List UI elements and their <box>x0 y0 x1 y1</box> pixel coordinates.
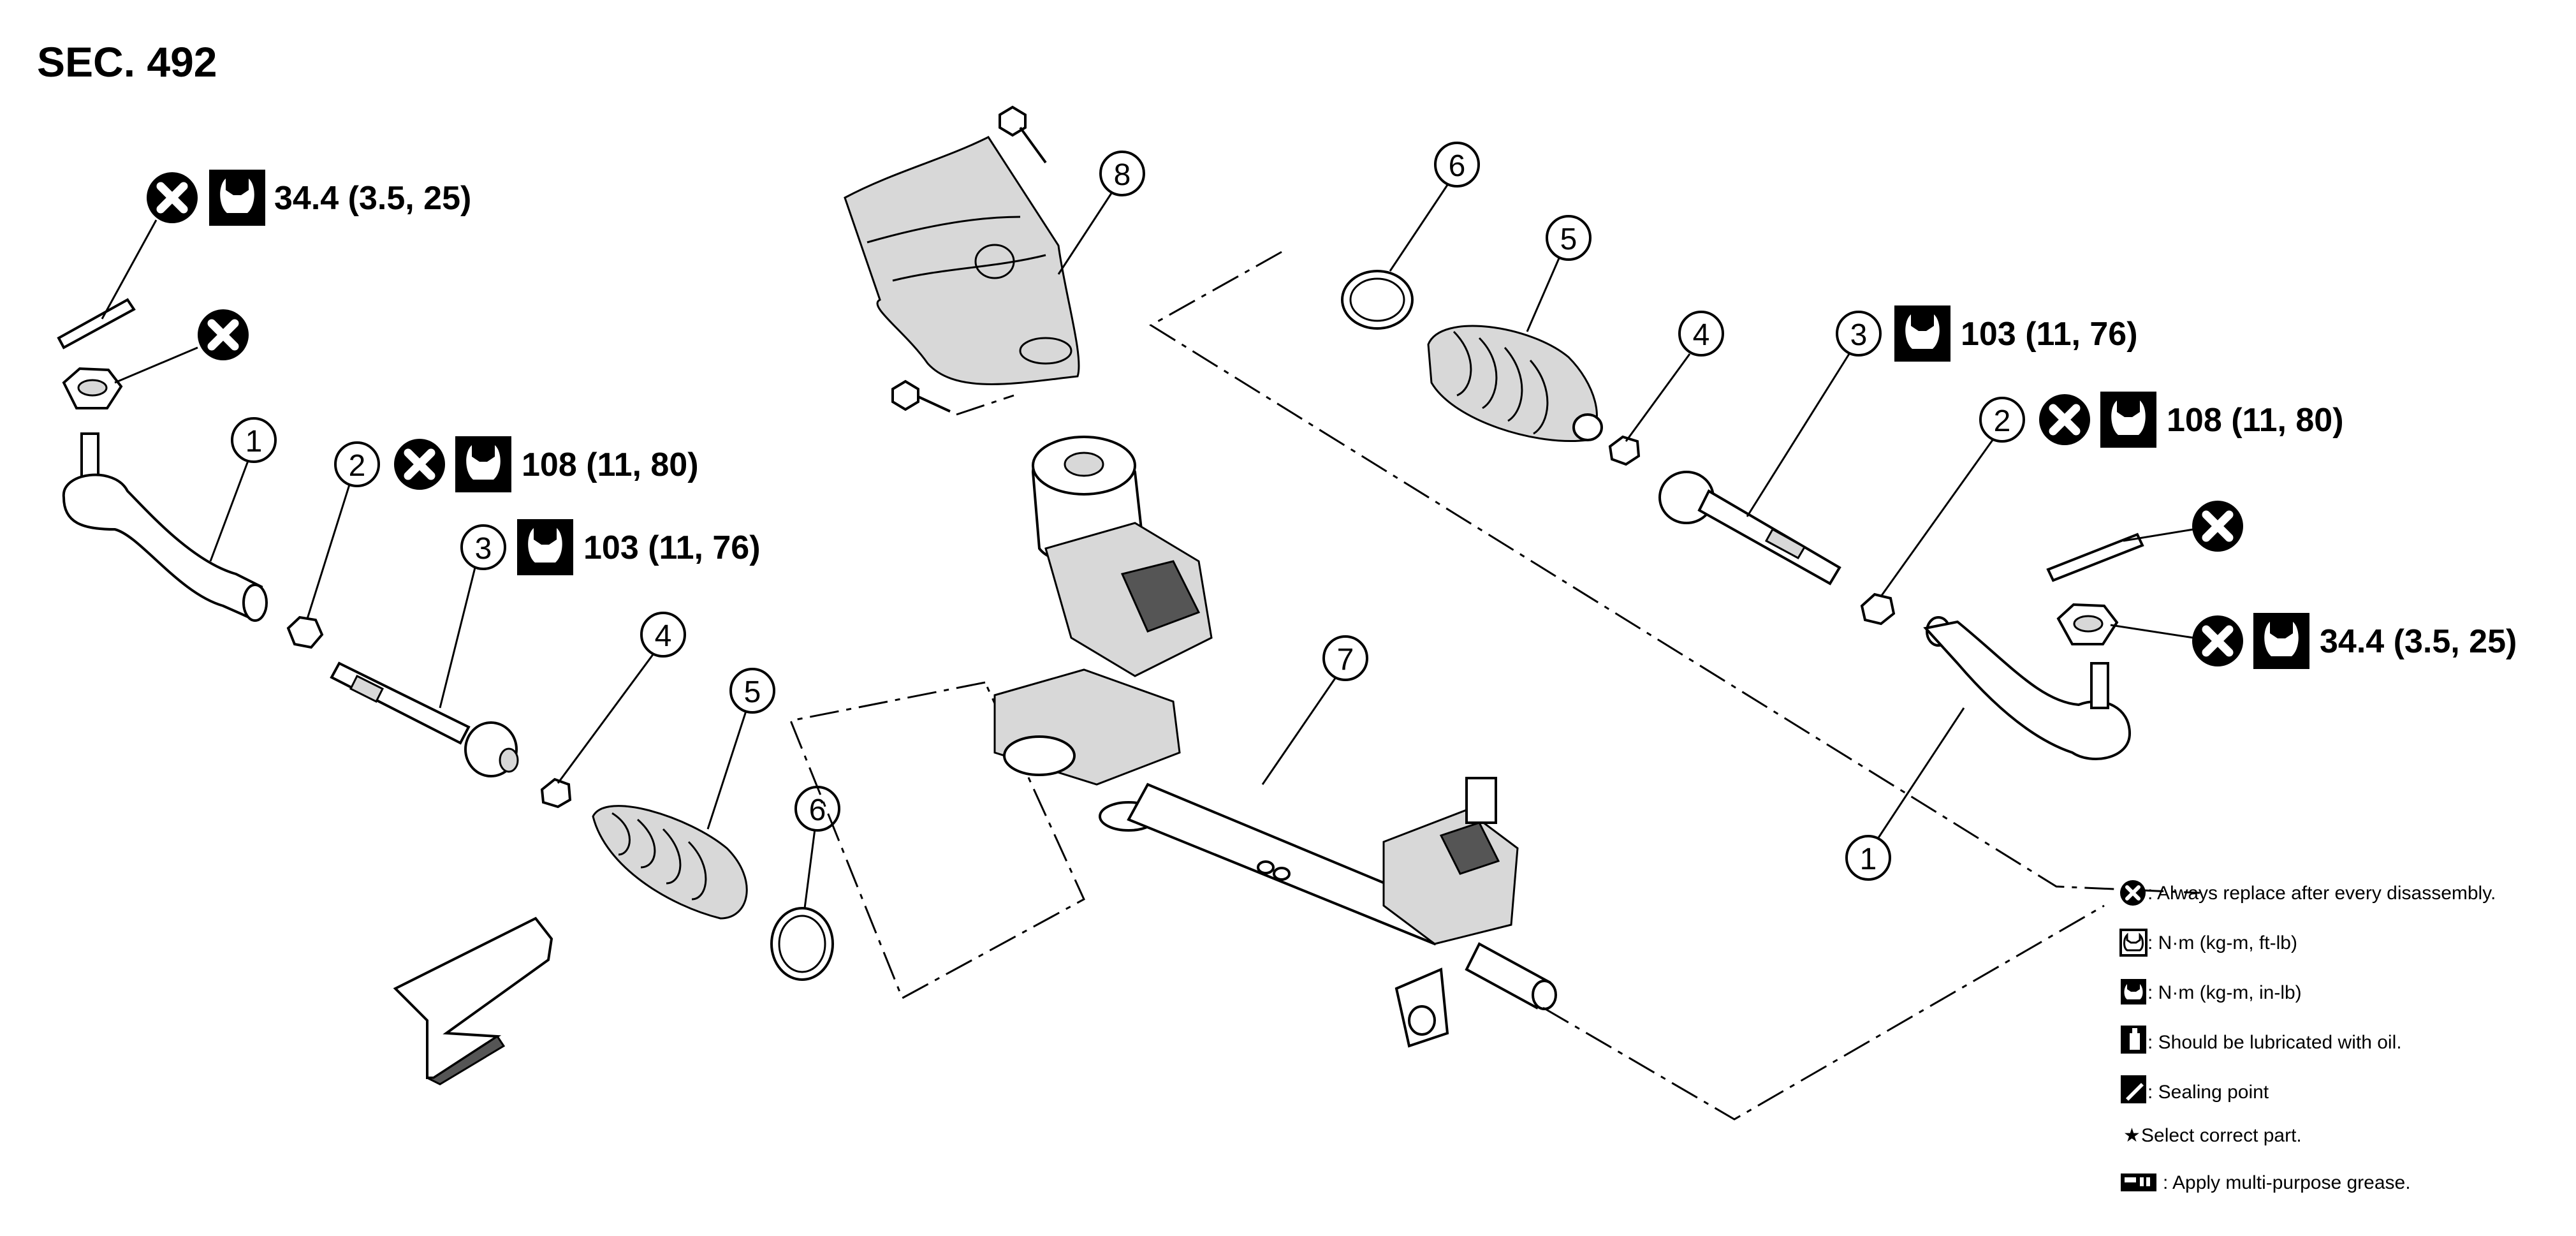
sealing-point-icon <box>2121 1075 2146 1103</box>
left-castle-nut <box>62 367 123 409</box>
torque-spec-left-inner-socket: 103 (11, 76) <box>583 529 761 566</box>
callout-circle <box>231 417 277 463</box>
left-lock-nut <box>286 615 324 649</box>
legend-text-sealing: : Sealing point <box>2148 1082 2269 1103</box>
left-outer-tie-rod-end <box>62 432 268 622</box>
replace-icon <box>2192 615 2243 666</box>
legend-text-replace: : Always replace after every disassembly… <box>2148 883 2496 904</box>
torque-wrench-icon <box>517 519 573 575</box>
right-outer-tie-rod-end <box>1923 616 2132 760</box>
legend: : Always replace after every disassembly… <box>2119 880 2496 1193</box>
replace-icon <box>394 439 445 490</box>
right-inner-tie-rod <box>1658 471 1841 585</box>
legend-text-torque-ftlb: : N·m (kg-m, ft-lb) <box>2148 932 2297 953</box>
callout-left-6: 6 <box>809 793 826 827</box>
grease-icon <box>2121 1173 2156 1191</box>
right-cotter-pin <box>2046 533 2144 582</box>
heat-shield <box>844 136 1080 385</box>
torque-spec-right-tie-rod-nut: 34.4 (3.5, 25) <box>2320 623 2517 660</box>
replace-icon <box>2039 394 2090 445</box>
steering-gear-assembly <box>993 436 1557 1048</box>
right-steering-boot <box>1427 325 1603 443</box>
replace-icon <box>147 172 198 223</box>
left-steering-boot <box>592 805 748 920</box>
heat-shield-bolt <box>999 105 1047 164</box>
right-lock-nut <box>1860 592 1896 626</box>
torque-wrench-icon <box>455 436 511 492</box>
torque-wrench-icon <box>209 170 265 226</box>
callout-left-1: 1 <box>245 425 263 459</box>
torque-spec-right-inner-socket: 103 (11, 76) <box>1961 316 2138 353</box>
replace-icon <box>198 309 249 360</box>
left-small-boot-clamp <box>540 777 572 809</box>
legend-text-torque-inlb: : N·m (kg-m, in-lb) <box>2148 982 2302 1003</box>
torque-inlb-icon <box>2121 979 2146 1004</box>
heat-shield-bolt <box>891 379 951 413</box>
callout-center-7: 7 <box>1337 643 1354 677</box>
legend-text-select-part: Select correct part. <box>2141 1125 2302 1146</box>
callout-right-5: 5 <box>1560 223 1577 256</box>
torque-wrench-icon <box>2100 392 2156 448</box>
callout-left-3: 3 <box>475 532 492 566</box>
replace-icon <box>2120 880 2146 906</box>
legend-text-oil: : Should be lubricated with oil. <box>2148 1032 2402 1053</box>
left-inner-tie-rod <box>330 661 519 777</box>
torque-spec-right-lock-nut: 108 (11, 80) <box>2167 402 2344 439</box>
callout-right-1: 1 <box>1860 842 1877 876</box>
callout-left-5: 5 <box>744 675 761 709</box>
torque-wrench-icon <box>2253 613 2309 669</box>
callout-right-3: 3 <box>1850 318 1868 352</box>
callout-right-2: 2 <box>1994 404 2011 438</box>
torque-spec-left-lock-nut: 108 (11, 80) <box>522 446 699 483</box>
callout-center-8: 8 <box>1114 158 1131 192</box>
oil-can-icon <box>2121 1026 2146 1054</box>
section-title: SEC. 492 <box>37 38 217 85</box>
callout-right-6: 6 <box>1449 149 1466 183</box>
left-cotter-pin <box>57 298 136 349</box>
callout-left-2: 2 <box>349 449 366 483</box>
torque-spec-left-tie-rod-nut: 34.4 (3.5, 25) <box>274 180 471 217</box>
right-small-boot-clamp <box>1608 435 1641 466</box>
callout-left-4: 4 <box>655 619 672 653</box>
replace-icon <box>2192 501 2243 552</box>
star-icon: ★ <box>2123 1125 2141 1146</box>
front-direction-arrow <box>393 916 553 1085</box>
callout-right-4: 4 <box>1693 318 1710 352</box>
left-large-boot-clamp <box>770 907 834 981</box>
right-large-boot-clamp <box>1341 270 1414 330</box>
torque-ftlb-icon <box>2119 929 2148 957</box>
torque-wrench-icon <box>1894 305 1950 362</box>
legend-text-grease: : Apply multi-purpose grease. <box>2163 1172 2411 1193</box>
right-castle-nut <box>2056 603 2119 645</box>
